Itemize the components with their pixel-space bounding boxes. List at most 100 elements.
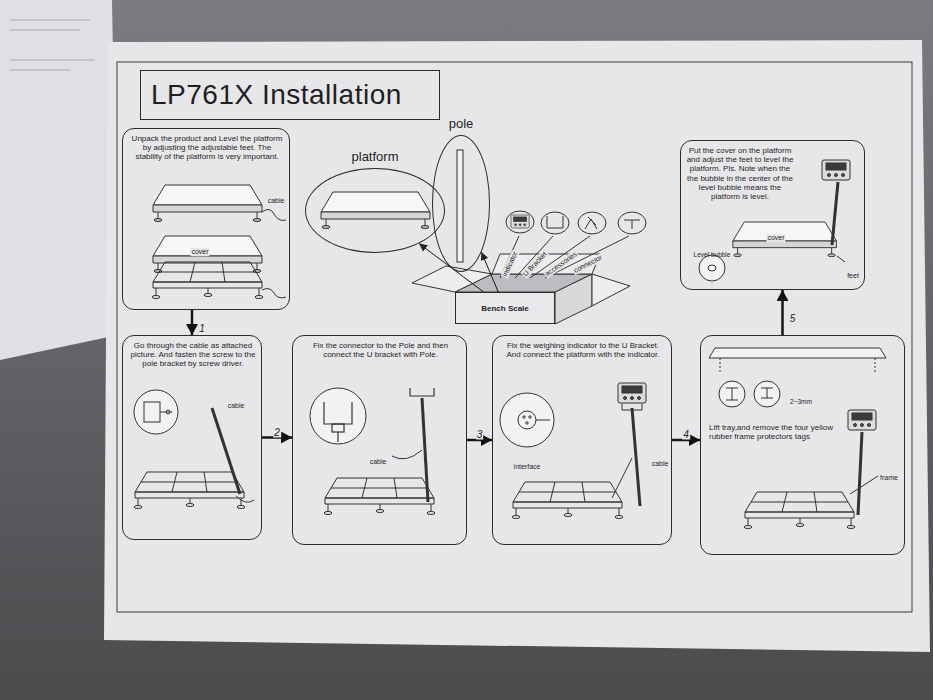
u-bracket-drawing: [324, 402, 352, 424]
cover-drawing: [153, 236, 262, 273]
step-number: 4: [682, 429, 690, 440]
part-icons: [624, 220, 640, 229]
pole-drawing: [832, 182, 838, 245]
part-icons: [585, 217, 597, 229]
tray-drawing: [709, 348, 886, 358]
step-instruction: Lift tray,and remove the four yellow rub…: [709, 423, 837, 441]
step-number: 5: [789, 312, 797, 323]
u-bracket-drawing: [324, 402, 352, 442]
protector-inset: [754, 381, 780, 407]
tray-drawing: [709, 348, 886, 372]
part-arrows: [500, 236, 519, 278]
frame-drawing: [134, 472, 245, 509]
step-arrow: [191, 310, 194, 335]
step-panel: Unpack the product and Level the platfor…: [122, 128, 290, 310]
part-arrow: [419, 244, 484, 292]
step-number: 2: [273, 426, 281, 437]
part-label: cable: [227, 402, 246, 410]
frame-drawing: [512, 482, 623, 519]
other-sheet-lines: [10, 60, 95, 61]
bracket-inset: [134, 390, 178, 434]
level-bubble-inset: [699, 255, 725, 281]
step-number: 1: [198, 322, 206, 333]
step-arrow: [781, 290, 784, 335]
step-panel: Go through the cable as attached picture…: [122, 335, 262, 540]
part-ellipse: pole: [432, 135, 490, 272]
cable-wire: [262, 289, 286, 298]
u-bracket-drawing: [337, 432, 338, 442]
u-bracket-drawing: [622, 404, 642, 410]
other-sheet-lines: [10, 20, 95, 70]
u-bracket-drawing: [332, 424, 344, 432]
connector-drawing: [518, 411, 550, 429]
title-box: LP761X Installation: [140, 70, 440, 120]
covered-platform: [733, 222, 837, 257]
tray-drawing: [875, 358, 876, 372]
frame-drawing: [324, 478, 435, 515]
part-arrows: [545, 236, 629, 278]
pole-drawing: [457, 150, 463, 262]
u-bracket-drawing: [410, 388, 434, 396]
part-label: Level bubble: [693, 251, 732, 258]
carton-drawing: [412, 254, 630, 324]
part-ellipse: platform: [305, 168, 445, 253]
part-label: cable: [267, 197, 286, 205]
protector-drawing: [761, 388, 773, 398]
part-label: cover: [190, 248, 209, 256]
step-panel: Fix the weighing indicator to the U Brac…: [492, 335, 672, 545]
cable-wire: [612, 458, 632, 498]
other-sheet-lines: [10, 30, 80, 31]
part-label: cable: [369, 458, 388, 466]
bracket-drawing: [144, 402, 160, 422]
platform-drawing: [153, 185, 262, 222]
bracket-drawing: [144, 402, 172, 422]
cable-wire: [236, 496, 254, 502]
part-label: cable: [651, 460, 670, 468]
part-icons: [578, 212, 606, 234]
step-panel: Lift tray,and remove the four yellow rub…: [700, 335, 905, 555]
carton-label: Bench Scale: [481, 304, 529, 313]
step-panel: Fix the connector to the Pole and then c…: [292, 335, 467, 545]
pole-drawing: [212, 408, 240, 494]
tray-drawing: [720, 358, 721, 372]
diagram-title: LP761X Installation: [151, 79, 402, 111]
carton-drawing: [412, 266, 492, 292]
sheet-frame: [117, 62, 912, 612]
part-arrows: [500, 236, 629, 278]
other-sheet-lines: [10, 70, 70, 71]
part-icons: [618, 212, 646, 234]
part-icons: [547, 216, 563, 228]
carton-front: Bench Scale: [455, 292, 555, 324]
leader-line: [850, 476, 878, 494]
part-name: platform: [306, 149, 444, 164]
indicator-drawing: [822, 160, 850, 180]
cable-wire: [262, 209, 286, 220]
part-icons: [541, 212, 569, 234]
bubble: [708, 265, 716, 271]
part-label: 2~3mm: [789, 398, 813, 405]
part-name: pole: [433, 116, 489, 131]
part-icons: [511, 215, 529, 228]
cable-wire: [392, 450, 422, 459]
part-label: cover: [766, 234, 785, 242]
connector-drawing: [523, 416, 525, 418]
u-bracket-inset: [310, 388, 366, 444]
step-number: 3: [476, 429, 484, 440]
connector-drawing: [529, 416, 531, 418]
leader-line: [837, 256, 845, 262]
instruction-sheet: [104, 40, 930, 652]
indicator-drawing: [848, 410, 876, 430]
step-instruction: Put the cover on the platform and adjust…: [686, 146, 794, 201]
part-icons: [506, 211, 646, 234]
protector-inset: [719, 381, 745, 407]
step-instruction: Fix the weighing indicator to the U Brac…: [501, 341, 665, 359]
step-instruction: Go through the cable as attached picture…: [129, 341, 257, 369]
other-sheet-lines: [10, 20, 90, 21]
part-label: interface: [513, 463, 542, 471]
frame-drawing: [152, 262, 263, 299]
pole-drawing: [422, 398, 428, 502]
step-panel: Put the cover on the platform and adjust…: [680, 140, 865, 290]
part-arrow: [481, 252, 498, 292]
carton-drawing: [592, 274, 630, 306]
